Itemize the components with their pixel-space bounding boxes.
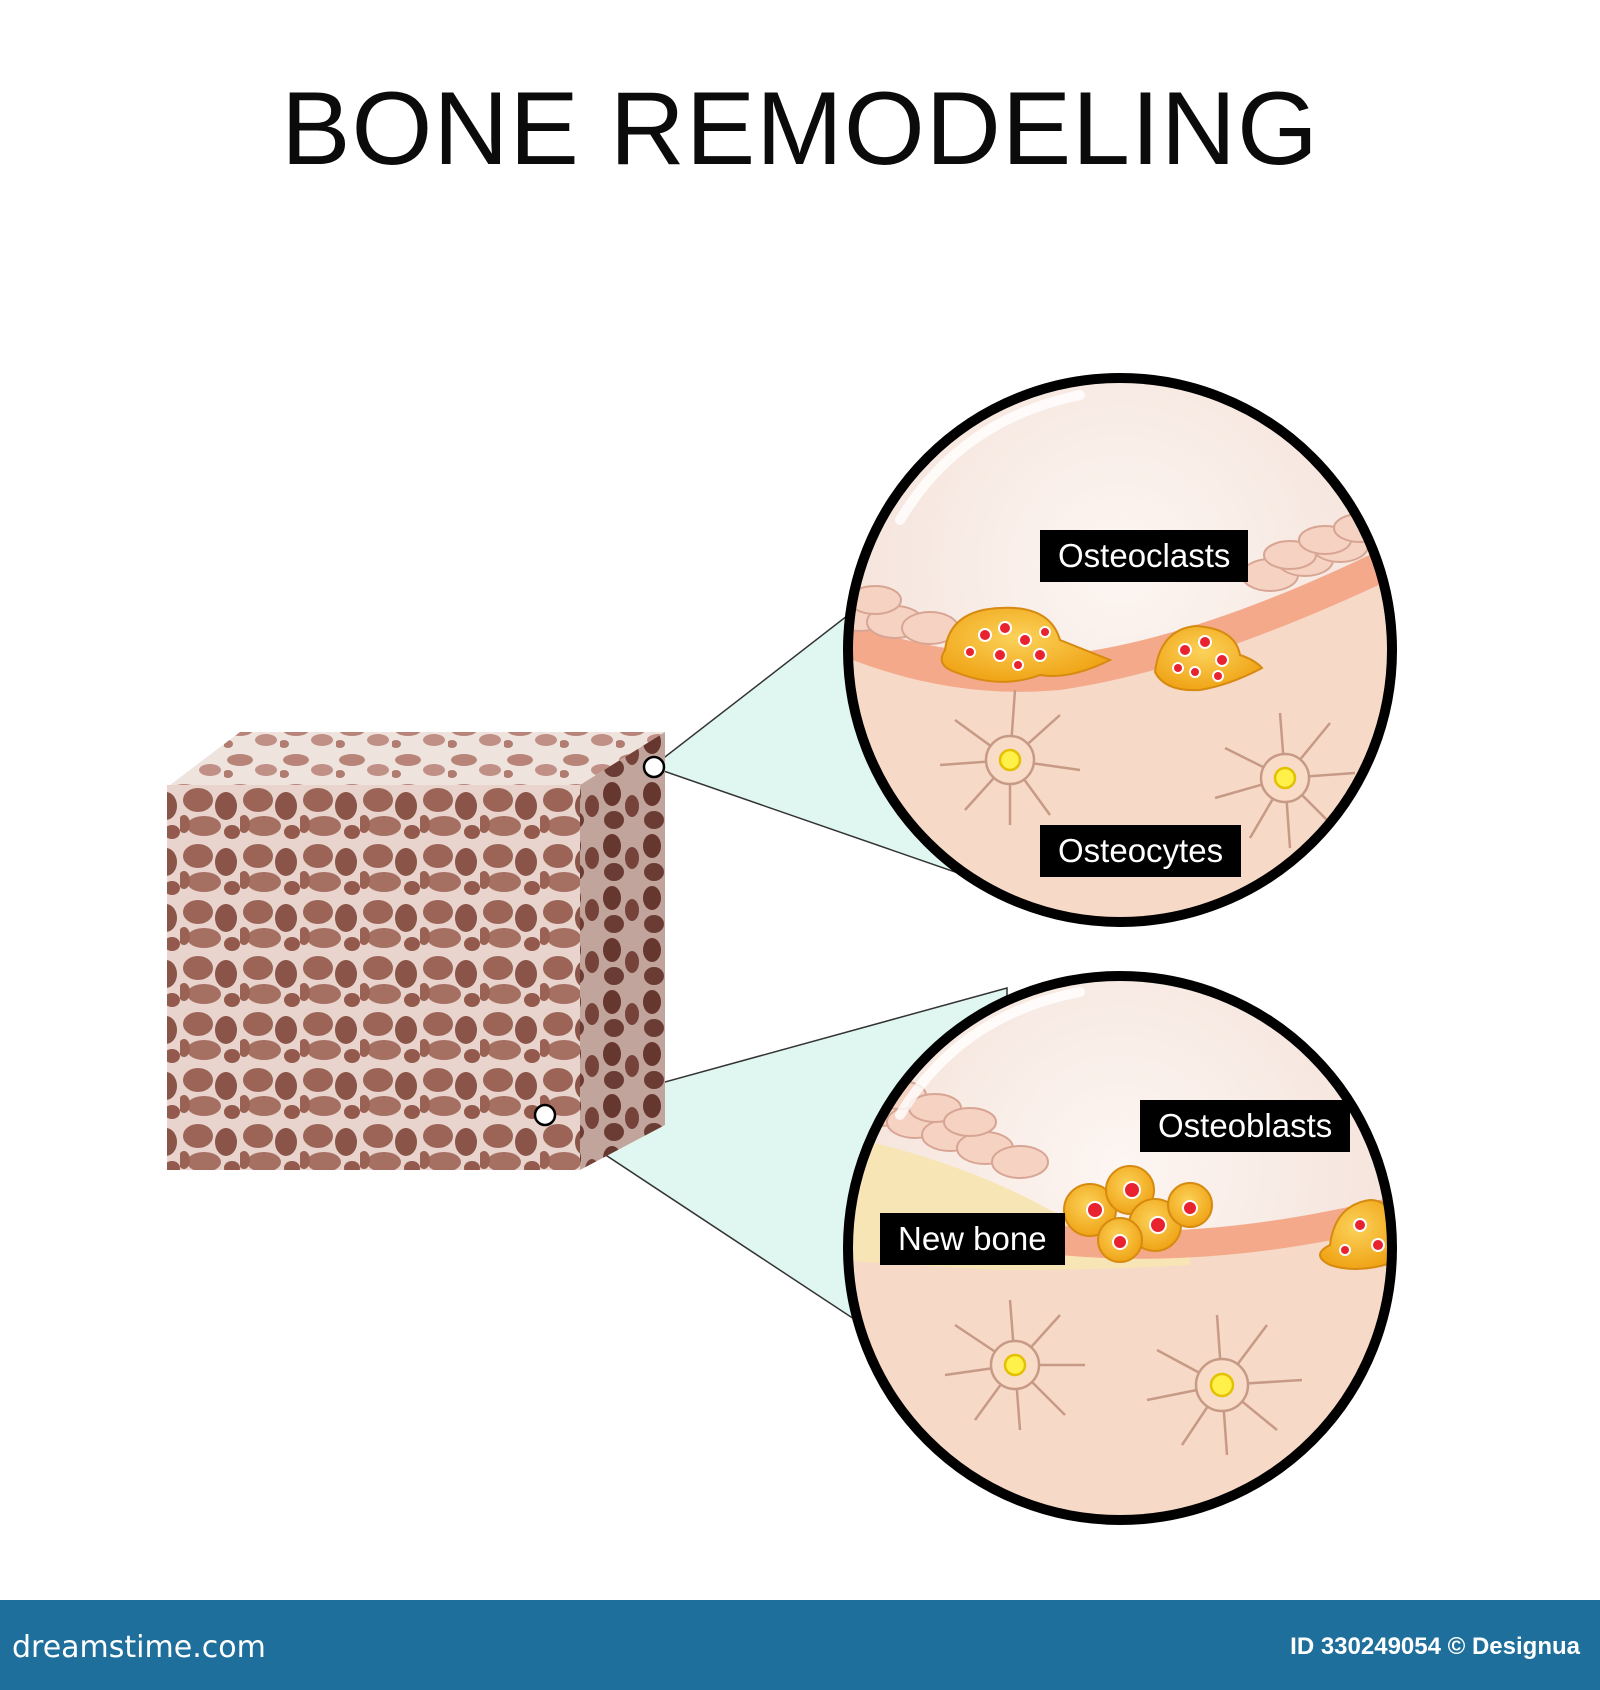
bone-remodeling-illustration: [167, 373, 1397, 1525]
zoom-point-lower: [533, 1103, 557, 1127]
label-osteocytes: Osteocytes: [1040, 825, 1242, 877]
osteocyte-cells: [939, 689, 1356, 849]
label-osteoclasts: Osteoclasts: [1040, 530, 1249, 582]
diagram-title: BONE REMODELING: [281, 71, 1319, 187]
label-new-bone: New bone: [880, 1213, 1065, 1265]
zoom-point-upper: [642, 755, 666, 779]
footer-bar: dreamstime.com ID 330249054 © Designua: [0, 1600, 1600, 1690]
footer-logo[interactable]: dreamstime.com: [12, 1630, 266, 1665]
label-osteoblasts: Osteoblasts: [1140, 1100, 1351, 1152]
footer-stock-id: ID 330249054 © Designua: [1290, 1633, 1580, 1660]
trabecular-bone-cube: [167, 732, 665, 1170]
